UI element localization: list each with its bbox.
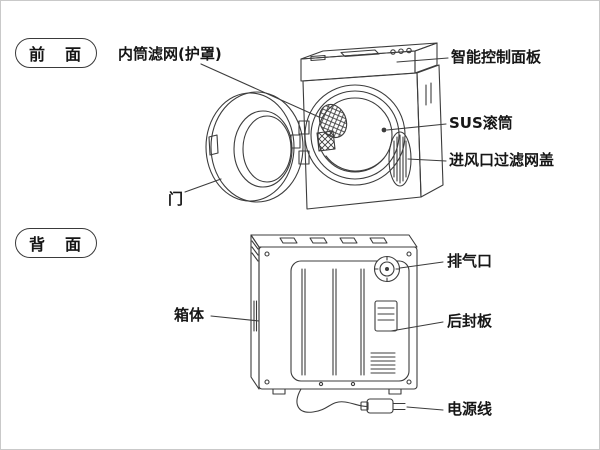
- door-part: [205, 91, 304, 203]
- label-inlet-filter-cover: 进风口过滤网盖: [449, 151, 555, 169]
- back-section-badge: 背 面: [15, 228, 98, 258]
- inner-filter-part: [316, 103, 348, 152]
- label-cabinet: 箱体: [174, 306, 205, 324]
- label-control-panel: 智能控制面板: [451, 48, 542, 66]
- label-power-cord: 电源线: [447, 400, 493, 418]
- front-view-drawing: [205, 42, 444, 210]
- control-panel-part: [300, 42, 438, 82]
- power-cord-part: [296, 388, 406, 414]
- front-section-badge: 前 面: [15, 38, 98, 68]
- leader-lines: [184, 57, 449, 411]
- back-view-drawing: [250, 234, 418, 414]
- label-rear-panel: 后封板: [447, 312, 493, 330]
- label-inner-filter: 内筒滤网(护罩): [118, 45, 222, 63]
- label-door: 门: [168, 190, 184, 208]
- exhaust-part: [373, 255, 401, 283]
- label-sus-drum: SUS滚筒: [449, 114, 513, 132]
- label-exhaust: 排气口: [447, 252, 493, 270]
- rear-panel-part: [290, 260, 410, 382]
